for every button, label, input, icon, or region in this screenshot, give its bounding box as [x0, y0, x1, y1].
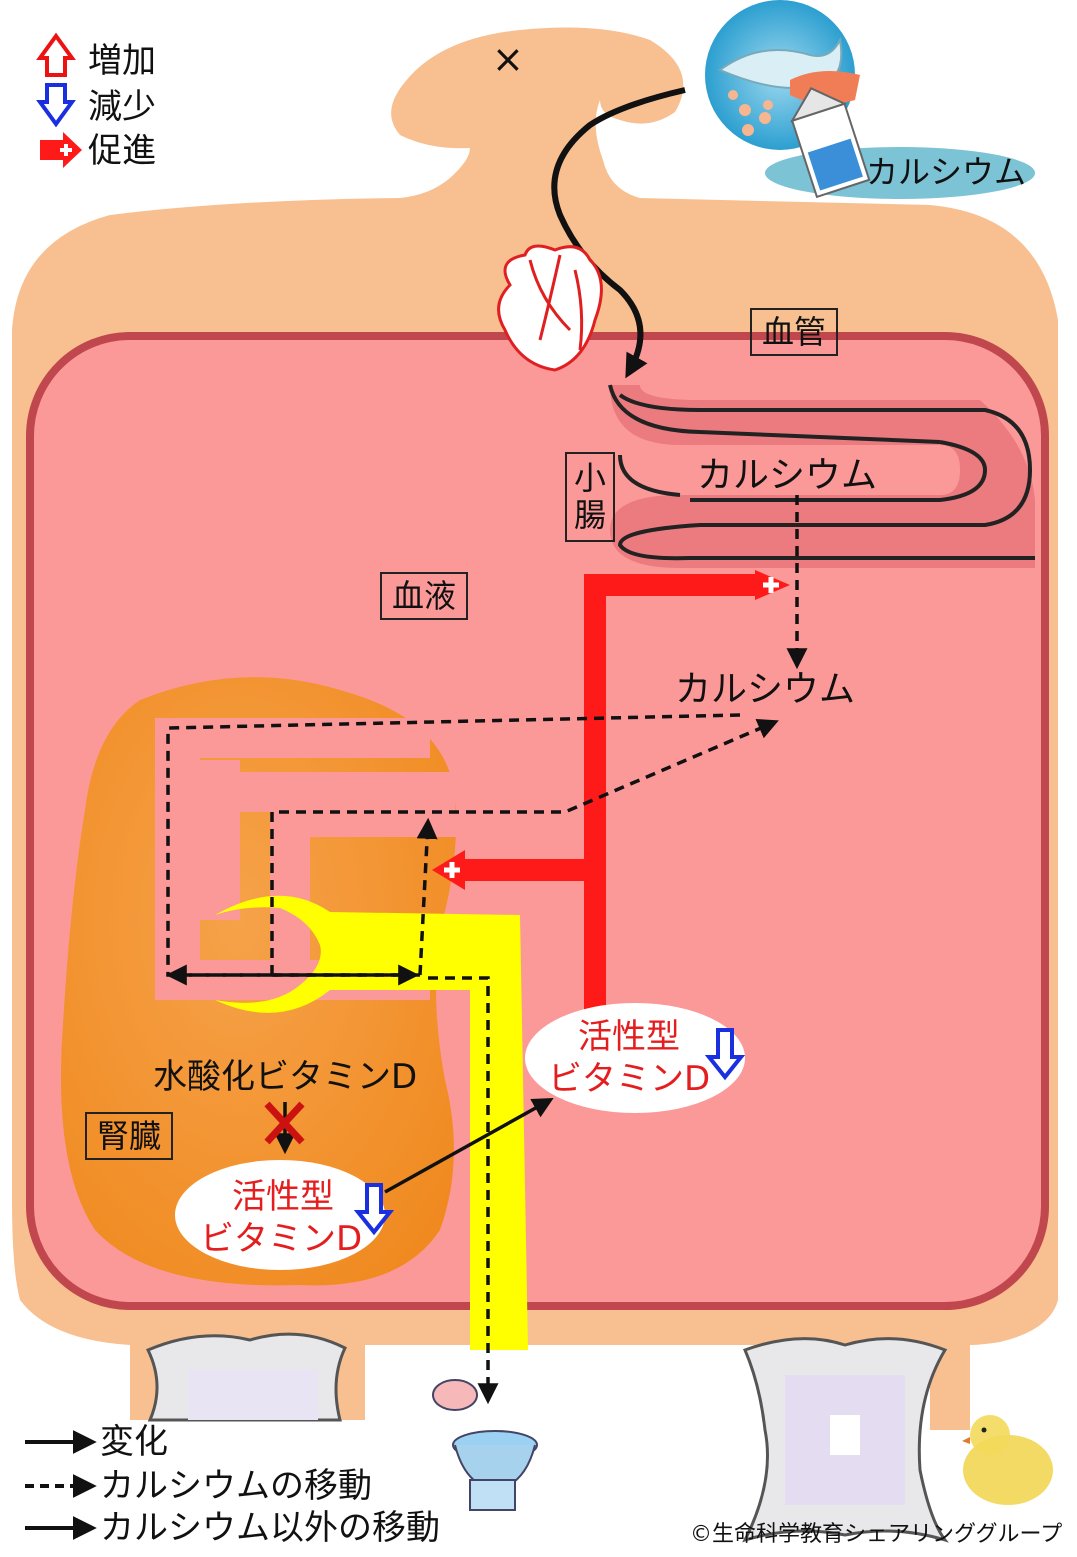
plus-icon [444, 577, 779, 878]
vitd-change-arrow [384, 1097, 554, 1194]
decrease-icon [353, 1028, 746, 1236]
right-foot [742, 1337, 949, 1543]
blood-calcium-label: カルシウム [675, 669, 856, 710]
blood-label: 血液 [380, 572, 469, 620]
active-vitd-kidney-line2: ビタミンD [200, 1219, 363, 1259]
small-intestine-label-1: 小 [573, 459, 606, 497]
promote-icon [40, 132, 82, 168]
food-illustration [705, 0, 1035, 199]
copyright-text: ©生命科学教育シェアリンググループ [690, 1522, 1063, 1547]
mouth-blocked-mark: × [492, 37, 524, 81]
legend-change-label: 変化 [100, 1422, 168, 1462]
decrease-icon [36, 83, 76, 128]
active-vitd-blood-line1: 活性型 [578, 1017, 680, 1057]
active-vitd-blood-bubble [525, 1003, 745, 1113]
calcium-movement-arrows [165, 495, 808, 1405]
food-calcium-label: カルシウム [866, 153, 1027, 191]
toilet-icon [432, 1379, 538, 1511]
active-vitd-kidney-bubble [175, 1160, 385, 1270]
promotion-pathway [460, 574, 760, 1010]
digestion-arrow [551, 87, 686, 379]
legend-promote-label: 促進 [88, 131, 156, 171]
active-vitd-blood-line2: ビタミンD [548, 1059, 711, 1099]
hydroxy-vitamin-d-label: 水酸化ビタミンD [153, 1057, 418, 1097]
chick-illustration [962, 1415, 1053, 1505]
heart-icon [497, 244, 603, 372]
increase-icon [36, 32, 76, 77]
blocked-conversion-arrow [264, 1101, 305, 1155]
legend-other-move-label: カルシウム以外の移動 [100, 1508, 440, 1548]
urine-path [215, 895, 528, 1350]
kidney-tubules [155, 718, 470, 1000]
blood-vessel-label: 血管 [750, 308, 839, 356]
kidney-label: 腎臓 [85, 1112, 174, 1160]
intestine-calcium-label: カルシウム [697, 455, 878, 496]
legend-calcium-move-label: カルシウムの移動 [100, 1466, 372, 1506]
small-intestine [608, 384, 1035, 568]
legend-increase-label: 増加 [88, 41, 156, 81]
active-vitd-kidney-line1: 活性型 [232, 1177, 334, 1217]
left-foot [145, 1332, 347, 1422]
small-intestine-label-2: 腸 [573, 495, 606, 534]
small-intestine-label: 小 腸 [565, 452, 615, 542]
legend-decrease-label: 減少 [88, 87, 156, 127]
